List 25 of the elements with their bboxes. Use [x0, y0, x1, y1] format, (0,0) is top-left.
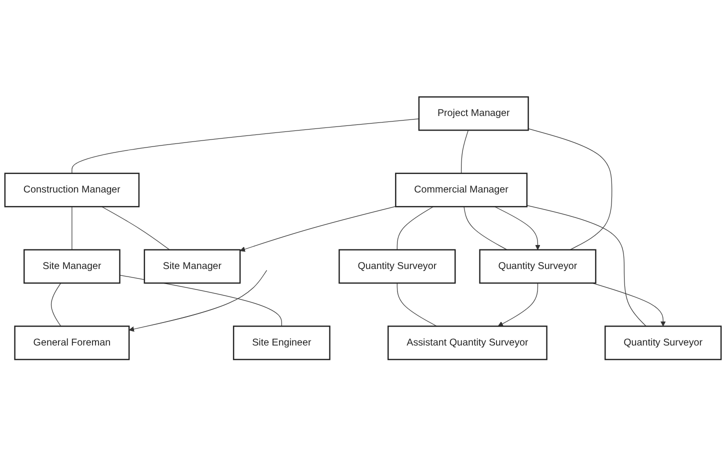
node-box: Site Manager [24, 249, 120, 284]
arrow [494, 206, 540, 250]
node-box: Site Manager [144, 249, 241, 284]
connector [526, 205, 646, 327]
arrow [128, 270, 268, 332]
node-box: Quantity Surveyor [604, 326, 722, 360]
node-box: Assistant Quantity Surveyor [388, 326, 548, 360]
connector [396, 283, 438, 327]
arrow [498, 283, 538, 327]
node-box: Quantity Surveyor [338, 249, 456, 284]
node-box: General Foreman [14, 326, 130, 360]
connector [460, 130, 469, 174]
node-box: Site Engineer [232, 326, 330, 360]
connector [464, 206, 508, 250]
node-box: Project Manager [418, 96, 529, 132]
node-box: Construction Manager [4, 173, 140, 208]
arrow [240, 206, 396, 252]
connector [528, 128, 612, 250]
node-box: Quantity Surveyor [479, 249, 596, 284]
connector [72, 118, 420, 174]
node-box: Commercial Manager [395, 173, 528, 208]
connector [101, 206, 170, 250]
arrow [592, 283, 666, 327]
connector [396, 206, 434, 250]
connector [50, 283, 62, 327]
